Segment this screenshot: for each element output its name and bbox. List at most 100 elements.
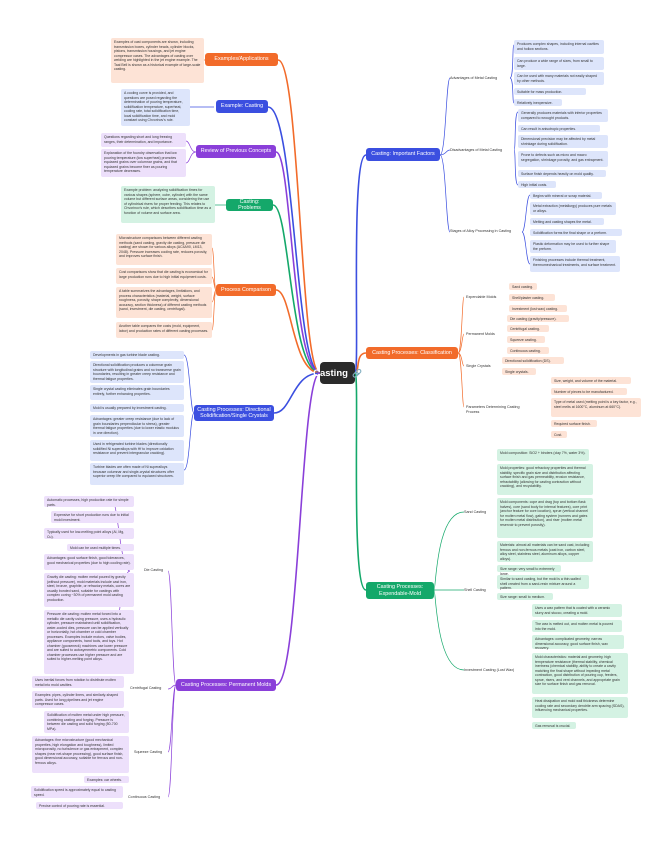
branch-example-casting[interactable]: Example: Casting	[216, 100, 268, 113]
leaf-squeeze-1: Advantages: fine microstructure (good me…	[32, 736, 129, 773]
leaf-squeeze-0: Solidification of molten metal under hig…	[44, 711, 129, 733]
leaf-dis-2: Dimensional precision may be affected by…	[518, 135, 608, 148]
leaf-stage-2: Melting and casting shapes the metal.	[530, 218, 604, 225]
leaf-die-5: Gravity die casting: molten metal poured…	[44, 573, 134, 607]
leaf-review-1: Questions regarding short and long freez…	[101, 133, 186, 147]
link-permanent	[275, 372, 321, 686]
branch-problems[interactable]: Casting: Problems	[226, 199, 273, 211]
link-comparison	[275, 289, 321, 374]
leaf-inv-3: Mold characteristics: material and geome…	[532, 653, 628, 694]
leaf-shell-0: Similar to sand casting, but the mold is…	[497, 575, 589, 590]
sub-shell-casting[interactable]: Shell Casting	[464, 588, 486, 592]
sub-stages[interactable]: Stages of Alloy Processing in Casting	[450, 229, 512, 233]
leaf-adv-0: Produces complex shapes, including inter…	[514, 40, 604, 54]
leaf-die-3: Mold can be used multiple times.	[67, 544, 134, 551]
sub-advantages[interactable]: Advantages of Metal Casting	[450, 76, 498, 80]
branch-directional[interactable]: Casting Processes: Directional Solidific…	[194, 405, 274, 421]
link-important	[354, 154, 367, 374]
leaf-shell-1: Size range: small to medium.	[497, 593, 553, 600]
link-icon: 🔗	[351, 368, 362, 378]
leaf-directional-3: Mold is usually prepared by investment c…	[90, 404, 184, 412]
link-expendable-molds	[354, 372, 367, 591]
leaf-continuous-1: Precise control of pouring rate is essen…	[36, 802, 123, 809]
leaf-directional-2: Single crystal casting eliminates grain …	[90, 385, 184, 400]
leaf-sand-3: Materials: almost all materials can be s…	[497, 541, 593, 562]
leaf-comparison-1: Microstructure comparisons between diffe…	[116, 234, 212, 265]
branch-examples-label: Examples/Applications	[214, 56, 269, 63]
leaf-param-0: Size, weight, and volume of the material…	[551, 377, 631, 384]
branch-review[interactable]: Review of Previous Concepts	[196, 145, 276, 158]
leaf-stage-1: Metal extraction (metallurgy) produces p…	[530, 202, 616, 215]
link-classification	[354, 352, 367, 374]
leaf-param-1: Number of pieces to be manufactured.	[551, 388, 627, 395]
sub-sand-casting[interactable]: Sand Casting	[464, 510, 487, 514]
leaf-squeeze-2: Examples: car wheels.	[84, 776, 129, 783]
leaf-die-4: Advantages: good surface finish, good to…	[44, 554, 134, 570]
leaf-stage-4: Plastic deformation may be used to furth…	[530, 240, 616, 253]
leaf-centrifugal-1: Examples: pipes, cylinder liners, and si…	[32, 691, 124, 708]
branch-permanent[interactable]: Casting Processes: Permanent Molds	[176, 679, 276, 691]
branch-important[interactable]: Casting: Important Factors	[366, 148, 440, 161]
leaf-directional-1: Directional solidification produces a co…	[90, 361, 184, 383]
leaf-sand-1: Mold properties: good refractory propert…	[497, 464, 593, 495]
link-review	[275, 151, 321, 374]
link-directional	[273, 372, 321, 414]
leaf-centrifugal-0: Uses inertial forces from rotation to di…	[32, 676, 124, 688]
leaf-stage-0: Begins with mineral or scrap material.	[530, 192, 602, 199]
leaf-perm-0: Die casting (gravity/pressure).	[507, 315, 569, 322]
leaf-adv-3: Suitable for mass production.	[514, 88, 586, 95]
leaf-single-0: Directional solidification (DS).	[502, 357, 564, 364]
sub-expendable[interactable]: Expendable Molds	[466, 295, 497, 299]
leaf-dis-0: Generally produces materials with inferi…	[518, 109, 608, 122]
link-example-casting	[267, 106, 321, 374]
leaf-exp-0: Sand casting.	[509, 283, 537, 290]
leaf-adv-4: Relatively inexpensive.	[514, 99, 562, 106]
sub-squeeze[interactable]: Squeeze Casting	[134, 750, 163, 754]
leaf-die-1: Expensive for short production runs due …	[51, 511, 134, 523]
leaf-directional-4: Advantages: greater creep resistance (du…	[90, 415, 184, 437]
leaf-dis-4: Surface finish depends heavily on mold q…	[518, 170, 606, 177]
leaf-inv-2: Advantages: complicated geometry, narrow…	[532, 635, 624, 650]
leaf-die-2: Typically used for low-melting point all…	[44, 528, 134, 539]
sub-centrifugal[interactable]: Centrifugal Casting	[130, 686, 162, 690]
leaf-param-2: Type of metal used (melting point is a k…	[551, 398, 641, 417]
leaf-continuous-0: Solidification speed is approximately eq…	[31, 786, 123, 798]
leaf-comparison-2: Cost comparisons show that die casting i…	[116, 268, 212, 284]
link-problems	[272, 204, 321, 374]
branch-classification[interactable]: Casting Processes: Classification	[366, 347, 458, 359]
leaf-adv-1: Can produce a wide range of sizes, from …	[514, 57, 604, 70]
leaf-sand-2: Mold components: cope and drag (top and …	[497, 498, 593, 538]
leaf-directional-6: Turbine blades are often made of Ni supe…	[90, 463, 184, 485]
sub-disadvantages[interactable]: Disadvantages of Metal Casting	[450, 148, 503, 152]
leaf-exp-1: Shell/plaster casting.	[509, 294, 555, 301]
leaf-dis-1: Can result in anisotropic properties.	[518, 125, 600, 132]
leaf-die-0: Automatic processes, high production rat…	[44, 496, 134, 507]
leaf-directional-5: Used in refrigerated turbine blades (dir…	[90, 440, 184, 461]
sub-investment-casting[interactable]: Investment Casting (Lost Wax)	[464, 668, 515, 672]
root-node[interactable]: Casting 🔗	[313, 362, 362, 384]
sub-continuous[interactable]: Continuous Casting	[128, 795, 161, 799]
branch-comparison[interactable]: Process Comparison	[216, 284, 276, 296]
leaf-param-4: Cost.	[551, 431, 567, 438]
leaf-die-6: Pressure die casting: molten metal force…	[44, 610, 134, 674]
leaf-perm-3: Continuous casting.	[507, 347, 549, 354]
link-examples	[277, 59, 321, 374]
leaf-directional-0: Developments in gas turbine blade castin…	[90, 351, 184, 359]
leaf-sand-0: Mold composition: SiO2 + binders (clay 7…	[497, 449, 589, 461]
leaf-comparison-3: A table summarizes the advantages, limit…	[116, 287, 212, 318]
sub-single-crystals[interactable]: Single Crystals	[466, 364, 491, 368]
leaf-examples: Examples of cast components are shown, i…	[111, 38, 204, 83]
leaf-param-3: Required surface finish.	[551, 420, 597, 427]
leaf-single-1: Single crystals.	[502, 368, 536, 375]
branch-expendable-molds[interactable]: Casting Processes: Expendable-Mold	[366, 582, 434, 599]
leaf-problems: Example problem: analyzing solidificatio…	[121, 186, 215, 223]
leaf-stage-3: Solidification forms the final shape or …	[530, 229, 622, 236]
sub-parameters[interactable]: Parameters Determining Casting Process	[466, 405, 520, 414]
leaf-stage-5: Finishing processes include thermal trea…	[530, 256, 620, 272]
sub-permanent-molds[interactable]: Permanent Molds	[466, 332, 495, 336]
sub-die-casting[interactable]: Die Casting	[144, 568, 164, 572]
branch-examples[interactable]: Examples/Applications	[205, 53, 278, 66]
leaf-inv-0: Uses a wax pattern that is coated with a…	[532, 604, 622, 617]
leaf-inv-5: Gas removal is crucial.	[532, 722, 576, 729]
leaf-dis-3: Prone to defects such as micro and macro…	[518, 151, 608, 167]
